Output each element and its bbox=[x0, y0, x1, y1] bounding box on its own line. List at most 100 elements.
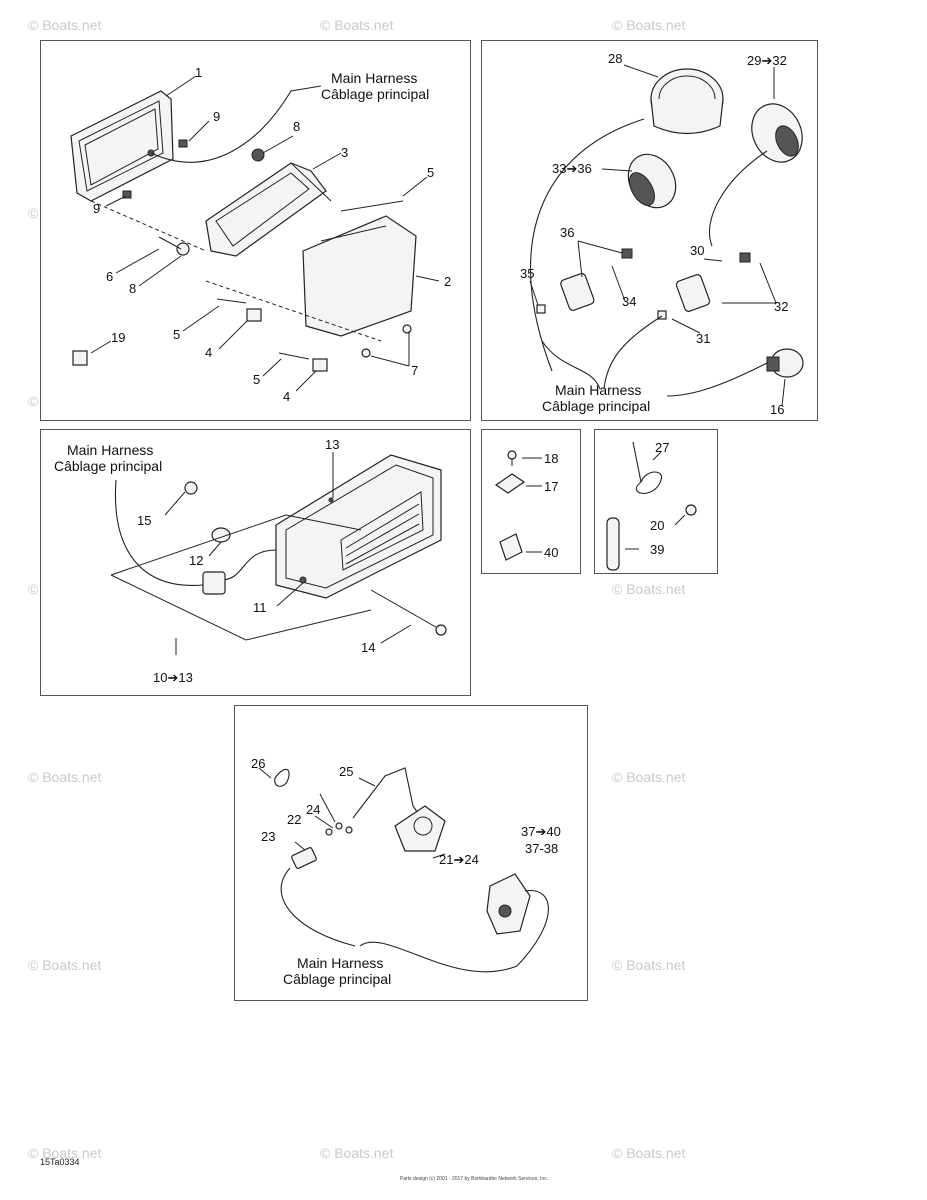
hardware-diagram-b: 27 20 39 bbox=[606, 440, 697, 571]
grommet-8 bbox=[251, 148, 265, 162]
harness-label-fr: Câblage principal bbox=[542, 398, 650, 414]
switch-21-24 bbox=[394, 805, 446, 852]
taillight-panel: Main Harness Câblage principal 13 15 12 … bbox=[40, 429, 471, 696]
harness-label-en: Main Harness bbox=[67, 442, 153, 458]
callout-32: 32 bbox=[774, 299, 788, 314]
callout-20: 20 bbox=[650, 518, 664, 533]
watermark: © Boats.net bbox=[612, 17, 685, 33]
callout-15: 15 bbox=[137, 513, 151, 528]
callout-4b: 4 bbox=[283, 389, 290, 404]
screw-5b bbox=[216, 298, 247, 304]
callout-1: 1 bbox=[195, 65, 202, 80]
headlight-diagram: Main Harness Câblage principal 1 9 8 3 5… bbox=[70, 65, 451, 404]
clip-19 bbox=[72, 350, 88, 366]
tie-27 bbox=[632, 441, 663, 494]
indicator-lamp-16 bbox=[766, 348, 804, 378]
clip-9b bbox=[122, 190, 132, 199]
callout-35: 35 bbox=[520, 266, 534, 281]
screw-5c bbox=[278, 352, 310, 360]
callout-17: 17 bbox=[544, 479, 558, 494]
harness-label-en: Main Harness bbox=[555, 382, 641, 398]
callout-25: 25 bbox=[339, 764, 353, 779]
callout-10-13: 10➔13 bbox=[153, 670, 193, 685]
taillight-diagram: Main Harness Câblage principal 13 15 12 … bbox=[54, 437, 447, 685]
gauges-diagram: Main Harness Câblage principal 28 29➔32 … bbox=[520, 51, 804, 417]
grommet-8b bbox=[176, 242, 190, 256]
connector-35 bbox=[560, 272, 595, 311]
screw-7 bbox=[402, 324, 412, 334]
callout-4: 4 bbox=[205, 345, 212, 360]
hardware-panel-a: 18 17 40 bbox=[481, 429, 581, 574]
callout-40: 40 bbox=[544, 545, 558, 560]
connector-11 bbox=[202, 571, 226, 595]
callout-31: 31 bbox=[696, 331, 710, 346]
callout-28: 28 bbox=[608, 51, 622, 66]
callout-9b: 9 bbox=[93, 201, 100, 216]
callout-22: 22 bbox=[287, 812, 301, 827]
callout-5b: 5 bbox=[173, 327, 180, 342]
callout-6: 6 bbox=[106, 269, 113, 284]
hardware-diagram-a: 18 17 40 bbox=[494, 450, 558, 561]
gauge-29-32 bbox=[751, 103, 803, 163]
headlight-panel: Main Harness Câblage principal 1 9 8 3 5… bbox=[40, 40, 471, 421]
watermark: © Boats.net bbox=[612, 1145, 685, 1161]
socket-15 bbox=[184, 481, 198, 495]
cable-25 bbox=[352, 767, 421, 819]
callout-14: 14 bbox=[361, 640, 375, 655]
headlight-housing bbox=[302, 215, 417, 337]
terminal-24 bbox=[335, 822, 343, 830]
callout-39: 39 bbox=[650, 542, 664, 557]
callout-9: 9 bbox=[213, 109, 220, 124]
screw-5 bbox=[340, 200, 404, 212]
harness-label-fr: Câblage principal bbox=[321, 86, 429, 102]
connector-23 bbox=[291, 847, 317, 869]
callout-19: 19 bbox=[111, 330, 125, 345]
callout-27: 27 bbox=[655, 440, 669, 455]
callout-2: 2 bbox=[444, 274, 451, 289]
clip-17 bbox=[494, 473, 526, 494]
gauge-28 bbox=[650, 68, 724, 135]
bracket-frame bbox=[205, 162, 332, 257]
clip-26 bbox=[274, 768, 290, 787]
watermark: © Boats.net bbox=[28, 769, 101, 785]
nut-4 bbox=[246, 308, 262, 322]
screw-6 bbox=[158, 236, 182, 250]
callout-7: 7 bbox=[411, 363, 418, 378]
screw-20 bbox=[685, 504, 697, 516]
callout-37-40: 37➔40 bbox=[521, 824, 561, 839]
callout-13: 13 bbox=[325, 437, 339, 452]
lock-31 bbox=[657, 310, 667, 320]
callout-8: 8 bbox=[293, 119, 300, 134]
gauges-panel: Main Harness Câblage principal 28 29➔32 … bbox=[481, 40, 818, 421]
harness-label-en: Main Harness bbox=[297, 955, 383, 971]
callout-33-36: 33➔36 bbox=[552, 161, 592, 176]
seal-36 bbox=[621, 248, 633, 259]
callout-12: 12 bbox=[189, 553, 203, 568]
callout-29-32: 29➔32 bbox=[747, 53, 787, 68]
harness-label-fr: Câblage principal bbox=[54, 458, 162, 474]
harness-label-en: Main Harness bbox=[331, 70, 417, 86]
watermark: © Boats.net bbox=[320, 1145, 393, 1161]
watermark: © Boats.net bbox=[28, 17, 101, 33]
watermark: © Boats.net bbox=[612, 581, 685, 597]
callout-24: 24 bbox=[306, 802, 320, 817]
watermark: © Boats.net bbox=[28, 957, 101, 973]
taillight-housing bbox=[275, 454, 442, 599]
callout-11: 11 bbox=[253, 600, 267, 615]
callout-36: 36 bbox=[560, 225, 574, 240]
hardware-panel-b: 27 20 39 bbox=[594, 429, 718, 574]
watermark: © Boats.net bbox=[612, 957, 685, 973]
screw-7b bbox=[361, 348, 371, 358]
screw-14 bbox=[370, 589, 442, 631]
sleeve-39 bbox=[606, 517, 620, 571]
watermark: © Boats.net bbox=[612, 769, 685, 785]
callout-5: 5 bbox=[427, 165, 434, 180]
callout-23: 23 bbox=[261, 829, 275, 844]
switches-diagram: Main Harness Câblage principal 26 25 24 … bbox=[251, 756, 561, 987]
screw-18 bbox=[507, 450, 517, 460]
callout-26: 26 bbox=[251, 756, 265, 771]
clip-40 bbox=[499, 533, 523, 561]
callout-30: 30 bbox=[690, 243, 704, 258]
harness-label-fr: Câblage principal bbox=[283, 971, 391, 987]
callout-37-38: 37-38 bbox=[525, 841, 558, 856]
